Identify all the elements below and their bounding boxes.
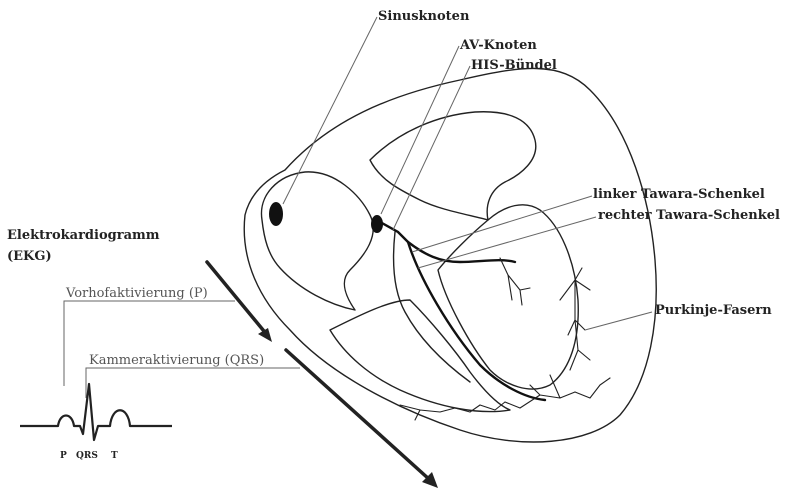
av-node [371, 215, 383, 233]
leader-av-knoten [381, 46, 459, 214]
label-av-knoten: AV-Knoten [460, 38, 537, 53]
label-ekg-abbrev: (EKG) [7, 249, 52, 264]
label-rechter-tawara: rechter Tawara-Schenkel [598, 208, 780, 223]
label-wave-t: T [111, 451, 118, 461]
label-wave-qrs: QRS [76, 451, 98, 461]
label-ekg-title: Elektrokardiogramm [7, 228, 160, 243]
right-ventricle [330, 300, 510, 412]
leader-purkinje [585, 312, 652, 330]
arrow-atrial-activation [207, 262, 268, 336]
leader-kammer [86, 368, 300, 398]
label-sinusknoten: Sinusknoten [378, 9, 469, 24]
label-kammer: Kammeraktivierung (QRS) [89, 353, 264, 368]
sinus-node [269, 202, 283, 226]
arrow-ventricular-activation [286, 350, 430, 480]
septum [394, 232, 470, 382]
label-purkinje: Purkinje-Fasern [655, 303, 772, 318]
leader-vorhof [64, 301, 235, 386]
label-linker-tawara: linker Tawara-Schenkel [593, 187, 765, 202]
right-atrium [261, 172, 373, 310]
left-ventricle [438, 205, 578, 389]
left-atrium [370, 112, 536, 220]
right-bundle-branch [408, 242, 545, 400]
label-his-buendel: HIS-Bündel [471, 58, 557, 73]
label-vorhof: Vorhofaktivierung (P) [66, 286, 208, 301]
label-wave-p: P [60, 451, 67, 461]
purkinje-fibers-left [500, 258, 590, 370]
ecg-trace [20, 384, 172, 440]
arrowhead-atrial [258, 328, 272, 342]
